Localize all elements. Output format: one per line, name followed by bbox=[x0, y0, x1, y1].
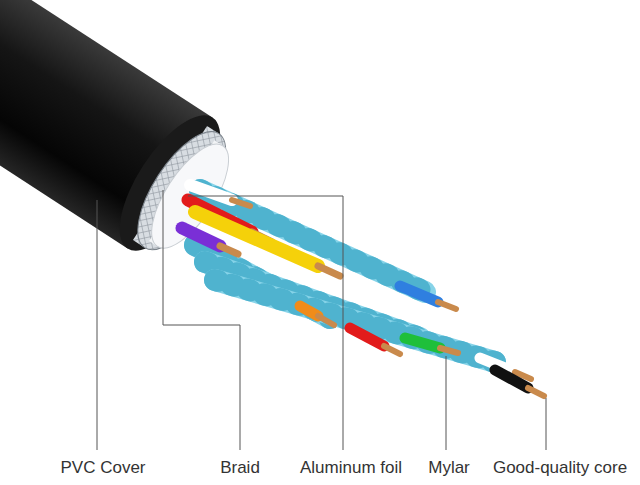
part-label: Braid bbox=[219, 458, 261, 478]
red-wire bbox=[350, 328, 384, 346]
copper-tip bbox=[440, 348, 458, 353]
copper-tip bbox=[528, 388, 544, 396]
part-label: Good-quality core bbox=[492, 458, 628, 478]
conductors bbox=[182, 185, 544, 396]
copper-tip bbox=[438, 302, 456, 309]
blue-wire bbox=[400, 286, 438, 302]
leader-line bbox=[97, 200, 98, 450]
leader-line bbox=[446, 356, 447, 450]
black-wire bbox=[495, 370, 528, 388]
copper-tip bbox=[384, 346, 400, 354]
leader-line bbox=[188, 196, 343, 450]
leader-lines bbox=[97, 190, 546, 450]
part-label: Aluminum foil bbox=[299, 458, 403, 478]
mylar-pair bbox=[215, 280, 495, 362]
copper-tip bbox=[318, 316, 334, 325]
copper-tip bbox=[232, 200, 250, 206]
copper-tip bbox=[220, 246, 238, 254]
copper-tip bbox=[318, 266, 340, 276]
leader-line bbox=[163, 190, 240, 450]
part-label: PVC Cover bbox=[59, 458, 146, 478]
part-label: Mylar bbox=[427, 458, 471, 478]
leader-line bbox=[546, 398, 547, 450]
cable-body bbox=[0, 0, 253, 275]
mylar-twist bbox=[215, 280, 495, 362]
green-wire bbox=[405, 338, 440, 348]
purple-wire bbox=[182, 228, 220, 246]
orange-wire bbox=[300, 306, 318, 316]
